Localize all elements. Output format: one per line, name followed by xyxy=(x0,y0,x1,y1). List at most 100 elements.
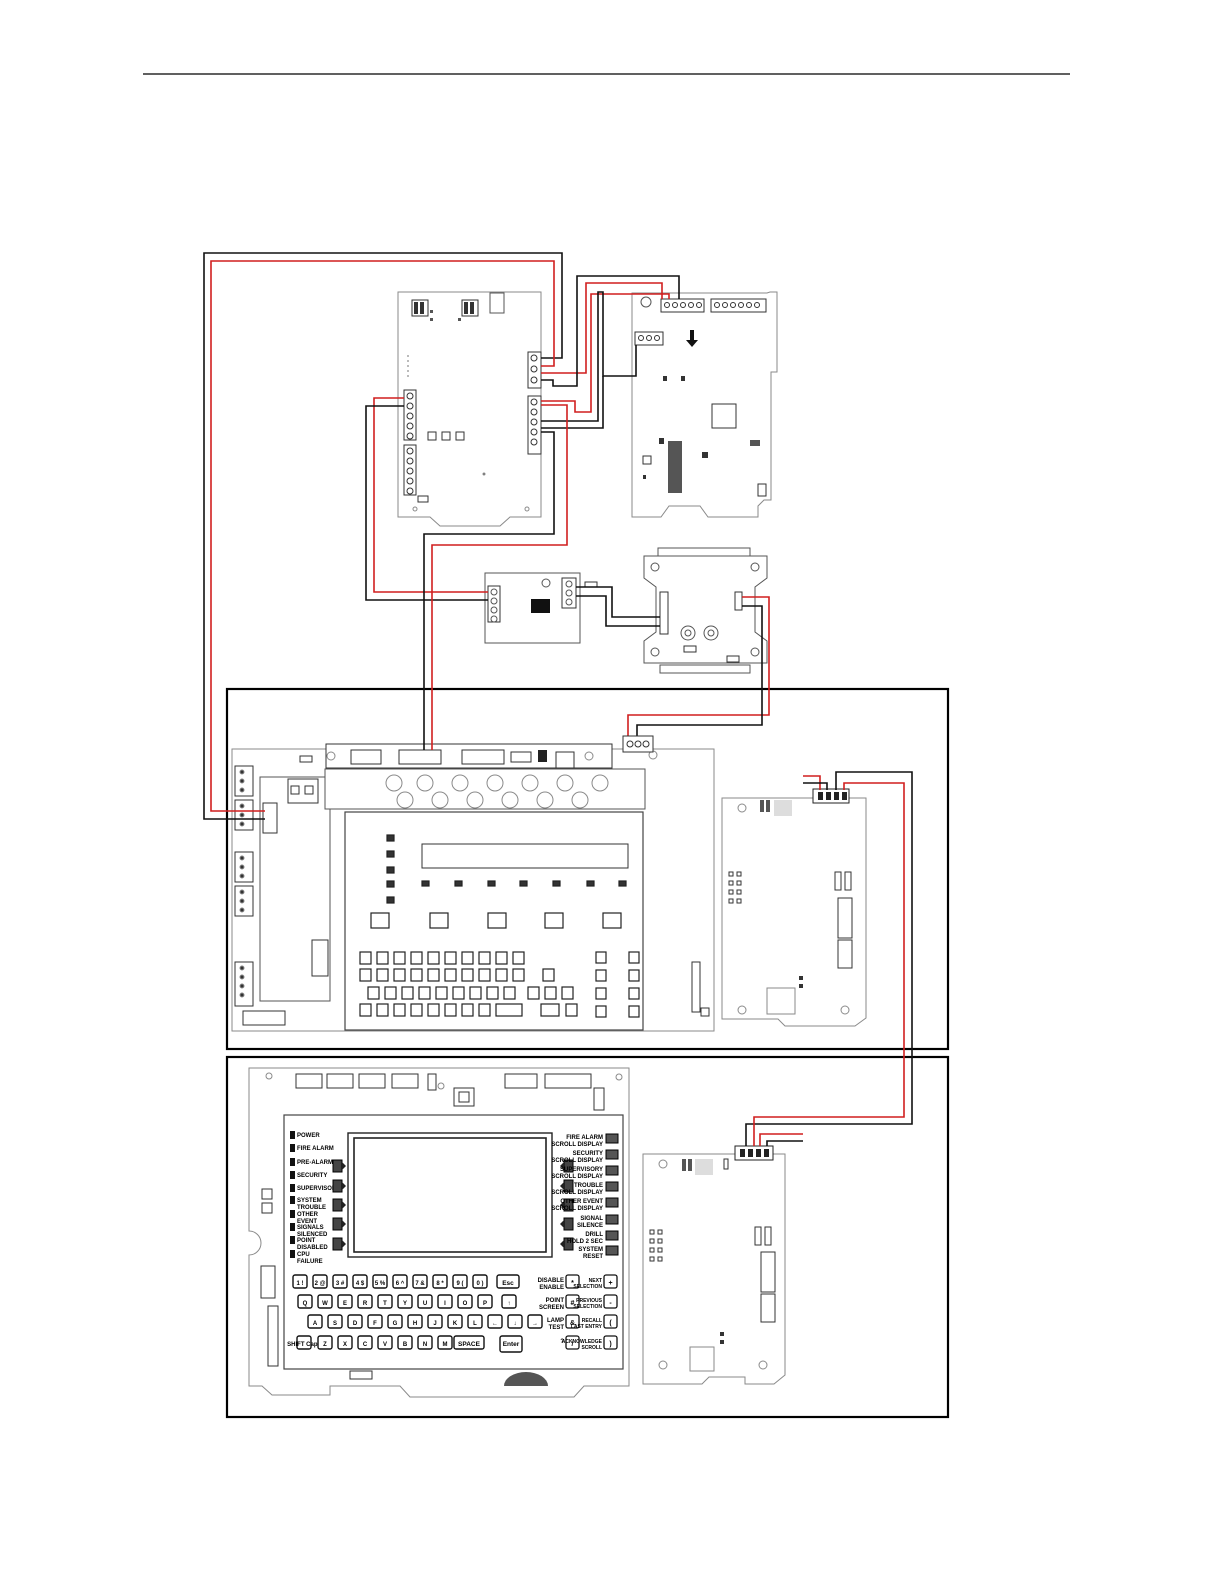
keyboard-key-label: R xyxy=(363,1301,368,1307)
keyboard-key[interactable] xyxy=(432,1274,448,1289)
keyboard-key[interactable] xyxy=(457,1294,473,1309)
keyboard-key[interactable] xyxy=(447,1314,463,1329)
arrow-left-icon xyxy=(560,1201,564,1209)
wire-black-8 xyxy=(636,605,763,740)
keyboard-key[interactable] xyxy=(317,1335,333,1350)
keyboard-key[interactable] xyxy=(453,1335,485,1350)
function-key[interactable] xyxy=(565,1294,580,1309)
function-key-label-line: NEXT xyxy=(589,1278,602,1284)
keyboard-key[interactable] xyxy=(357,1294,373,1309)
keyboard-key[interactable] xyxy=(292,1274,308,1289)
arrow-right-icon xyxy=(342,1201,346,1209)
function-key[interactable] xyxy=(603,1335,618,1350)
keyboard-key[interactable] xyxy=(397,1294,413,1309)
keyboard-key-label: O xyxy=(463,1301,468,1307)
keyboard-key[interactable] xyxy=(452,1274,468,1289)
function-key[interactable] xyxy=(603,1294,618,1309)
keyboard-key[interactable] xyxy=(297,1294,313,1309)
scroll-left-button[interactable] xyxy=(332,1179,343,1193)
keyboard-key-label: H xyxy=(413,1321,417,1327)
led-label-line: SILENCED xyxy=(297,1232,328,1238)
keyboard-key-label: 9 ( xyxy=(456,1281,463,1287)
keyboard-key[interactable] xyxy=(407,1314,423,1329)
keyboard-key[interactable] xyxy=(501,1294,517,1309)
function-button[interactable] xyxy=(605,1197,619,1208)
function-button[interactable] xyxy=(605,1230,619,1241)
function-key[interactable] xyxy=(603,1274,618,1289)
function-button[interactable] xyxy=(605,1214,619,1225)
scroll-left-button[interactable] xyxy=(332,1237,343,1251)
function-button[interactable] xyxy=(605,1165,619,1176)
keyboard-key[interactable] xyxy=(347,1314,363,1329)
keyboard-key[interactable] xyxy=(392,1274,408,1289)
expansion-board-upper xyxy=(721,788,867,1027)
wire-black-outer xyxy=(203,252,563,820)
keyboard-key[interactable] xyxy=(367,1314,383,1329)
function-key[interactable] xyxy=(565,1335,580,1350)
scroll-right-button[interactable] xyxy=(563,1217,574,1231)
keyboard-key-label: Esc xyxy=(502,1280,514,1287)
keyboard-key-label: 2 @ xyxy=(315,1281,326,1287)
led-indicator-icon xyxy=(290,1131,295,1139)
upper-keypad xyxy=(359,834,640,1018)
keyboard-key[interactable] xyxy=(377,1335,393,1350)
keyboard-key[interactable] xyxy=(357,1335,373,1350)
keyboard-key[interactable] xyxy=(307,1314,323,1329)
keyboard-key[interactable] xyxy=(317,1294,333,1309)
keyboard-key-label: S xyxy=(333,1321,337,1327)
keyboard-key[interactable] xyxy=(296,1335,312,1350)
button-label-line: SIGNAL xyxy=(580,1216,603,1222)
function-key[interactable] xyxy=(565,1314,580,1329)
keyboard-key[interactable] xyxy=(327,1314,343,1329)
function-key-symbol: - xyxy=(609,1300,612,1307)
button-label-line: SILENCE xyxy=(577,1223,603,1229)
keyboard-key[interactable] xyxy=(427,1314,443,1329)
keyboard-key[interactable] xyxy=(499,1335,523,1353)
scroll-left-button[interactable] xyxy=(332,1198,343,1212)
function-button[interactable] xyxy=(605,1149,619,1160)
led-label-line: SECURITY xyxy=(297,1173,327,1179)
scroll-left-button[interactable] xyxy=(332,1217,343,1231)
function-button[interactable] xyxy=(605,1245,619,1256)
wire-black-9 xyxy=(803,782,828,790)
keyboard-key-label: 3 # xyxy=(336,1281,345,1287)
keyboard-key[interactable] xyxy=(332,1274,348,1289)
keyboard-key[interactable] xyxy=(337,1294,353,1309)
keyboard-key[interactable] xyxy=(412,1274,428,1289)
scroll-left-button[interactable] xyxy=(332,1159,343,1173)
function-key[interactable] xyxy=(565,1274,580,1289)
wire-red-3 xyxy=(373,397,488,593)
keyboard-key[interactable] xyxy=(437,1335,453,1350)
keyboard-key[interactable] xyxy=(467,1314,483,1329)
keyboard-key[interactable] xyxy=(387,1314,403,1329)
wire-red-5 xyxy=(627,596,770,740)
keyboard-key[interactable] xyxy=(527,1314,543,1329)
keyboard-key[interactable] xyxy=(487,1314,503,1329)
function-key-symbol: & xyxy=(570,1320,575,1327)
keyboard-key[interactable] xyxy=(397,1335,413,1350)
function-key[interactable] xyxy=(603,1314,618,1329)
detector-module xyxy=(643,547,768,674)
led-indicator-icon xyxy=(290,1184,295,1192)
keyboard-key[interactable] xyxy=(477,1294,493,1309)
keyboard-key[interactable] xyxy=(496,1274,520,1289)
arrow-right-icon xyxy=(342,1162,346,1170)
keyboard-key[interactable] xyxy=(337,1335,353,1350)
keyboard-key[interactable] xyxy=(507,1314,523,1329)
function-button[interactable] xyxy=(605,1181,619,1192)
keyboard-key[interactable] xyxy=(372,1274,388,1289)
expansion-board-lower xyxy=(642,1145,786,1385)
keyboard-key[interactable] xyxy=(377,1294,393,1309)
keyboard-key[interactable] xyxy=(417,1335,433,1350)
keyboard-key-label: 6 ^ xyxy=(396,1281,405,1287)
keyboard-key[interactable] xyxy=(352,1274,368,1289)
keyboard-key[interactable] xyxy=(312,1274,328,1289)
keyboard-key[interactable] xyxy=(417,1294,433,1309)
keyboard-key[interactable] xyxy=(437,1294,453,1309)
function-button[interactable] xyxy=(605,1133,619,1144)
keyboard-key[interactable] xyxy=(472,1274,488,1289)
